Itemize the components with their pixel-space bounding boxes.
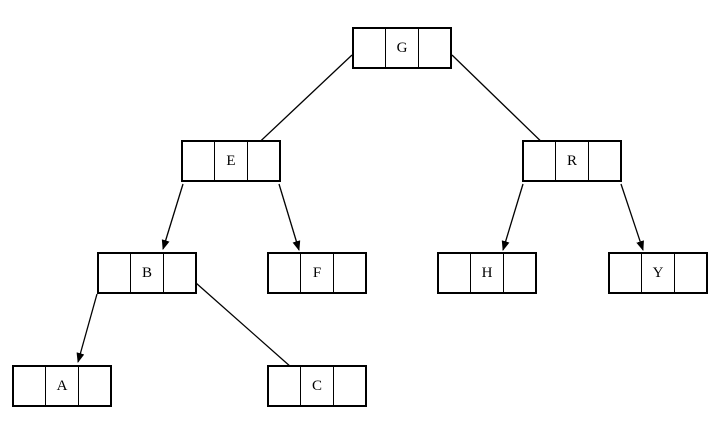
node-value-cell: B: [130, 254, 164, 292]
node-left-pointer-cell: [524, 142, 555, 180]
edge-E-B: [161, 183, 184, 250]
node-left-pointer-cell: [183, 142, 214, 180]
tree-node-Y: Y: [608, 252, 708, 294]
node-value-cell: F: [300, 254, 334, 292]
node-value-cell: H: [470, 254, 504, 292]
edge-E-F: [278, 183, 301, 251]
node-value-cell: R: [555, 142, 589, 180]
node-right-pointer-cell: [589, 142, 620, 180]
tree-node-E: E: [181, 140, 281, 182]
tree-node-B: B: [97, 252, 197, 294]
edge-B-A: [76, 293, 98, 363]
node-left-pointer-cell: [269, 254, 300, 292]
node-right-pointer-cell: [164, 254, 195, 292]
node-right-pointer-cell: [675, 254, 706, 292]
node-left-pointer-cell: [99, 254, 130, 292]
edge-R-H: [501, 183, 524, 251]
tree-node-H: H: [437, 252, 537, 294]
edge-B-C: [195, 282, 301, 376]
tree-node-G: G: [352, 27, 452, 69]
edge-G-R: [451, 54, 553, 153]
node-right-pointer-cell: [248, 142, 279, 180]
edge-R-Y: [620, 183, 644, 251]
node-left-pointer-cell: [354, 29, 385, 67]
node-right-pointer-cell: [334, 254, 365, 292]
tree-node-C: C: [267, 365, 367, 407]
node-left-pointer-cell: [439, 254, 470, 292]
node-left-pointer-cell: [610, 254, 641, 292]
node-value-cell: G: [385, 29, 419, 67]
tree-node-A: A: [12, 365, 112, 407]
node-right-pointer-cell: [419, 29, 450, 67]
node-right-pointer-cell: [79, 367, 110, 405]
tree-node-F: F: [267, 252, 367, 294]
tree-node-R: R: [522, 140, 622, 182]
node-value-cell: C: [300, 367, 334, 405]
node-value-cell: E: [214, 142, 248, 180]
node-value-cell: Y: [641, 254, 675, 292]
node-value-cell: A: [45, 367, 79, 405]
edge-lines-group: [76, 54, 644, 376]
node-right-pointer-cell: [334, 367, 365, 405]
edge-G-E: [248, 54, 353, 153]
node-left-pointer-cell: [14, 367, 45, 405]
node-right-pointer-cell: [504, 254, 535, 292]
node-left-pointer-cell: [269, 367, 300, 405]
